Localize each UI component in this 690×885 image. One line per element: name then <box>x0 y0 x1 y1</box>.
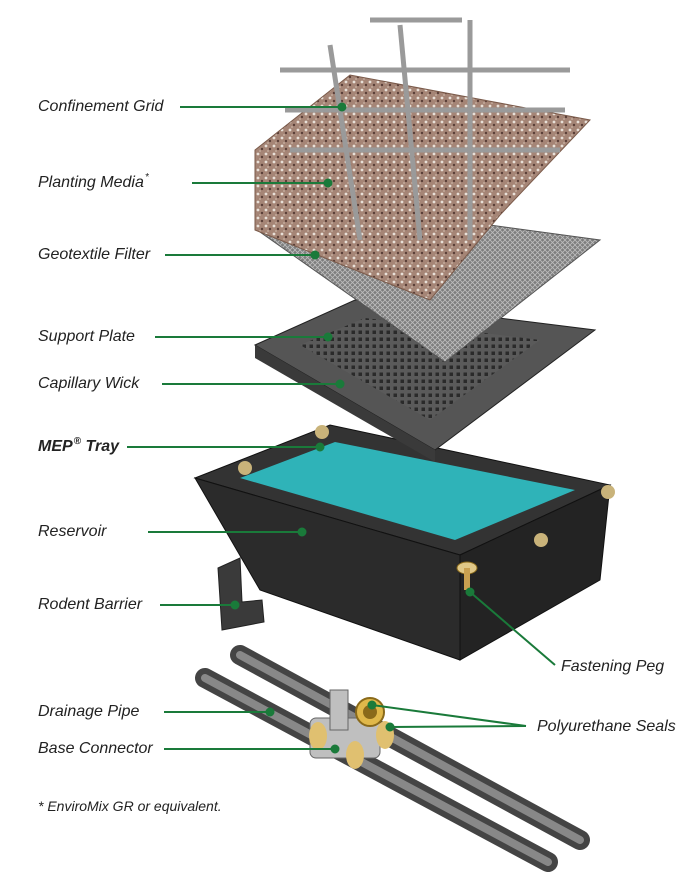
drainage-pipe-part <box>195 645 590 872</box>
rodent-barrier-part <box>217 557 265 631</box>
label-support-plate: Support Plate <box>38 328 135 345</box>
label-planting-media-text: Planting Media <box>38 174 144 191</box>
label-mep-tray-suffix: Tray <box>81 438 119 455</box>
label-mep-tray-name: MEP <box>38 438 73 455</box>
label-rodent-barrier: Rodent Barrier <box>38 596 143 613</box>
label-planting-media: Planting Media* <box>38 172 149 191</box>
label-polyurethane-seals: Polyurethane Seals <box>537 718 676 735</box>
mep-tray-part <box>193 424 615 661</box>
label-mep-tray: MEP® Tray <box>38 436 119 455</box>
label-drainage-pipe: Drainage Pipe <box>38 703 140 720</box>
label-planting-media-mark: * <box>144 172 149 183</box>
label-reservoir: Reservoir <box>38 523 107 540</box>
label-fastening-peg: Fastening Peg <box>561 658 665 675</box>
footnote: * EnviroMix GR or equivalent. <box>38 798 222 814</box>
fastening-peg-part <box>456 561 478 590</box>
support-plate-part <box>253 299 597 462</box>
label-capillary-wick: Capillary Wick <box>38 375 140 392</box>
planting-media-part <box>254 74 591 301</box>
label-mep-tray-mark: ® <box>73 436 82 447</box>
confinement-grid-part <box>280 17 570 241</box>
label-base-connector: Base Connector <box>38 740 153 757</box>
leader-lines <box>127 102 556 754</box>
reservoir-part <box>240 442 575 540</box>
base-connector-part <box>309 689 394 769</box>
label-confinement-grid: Confinement Grid <box>38 98 164 115</box>
label-geotextile-filter: Geotextile Filter <box>38 246 151 263</box>
